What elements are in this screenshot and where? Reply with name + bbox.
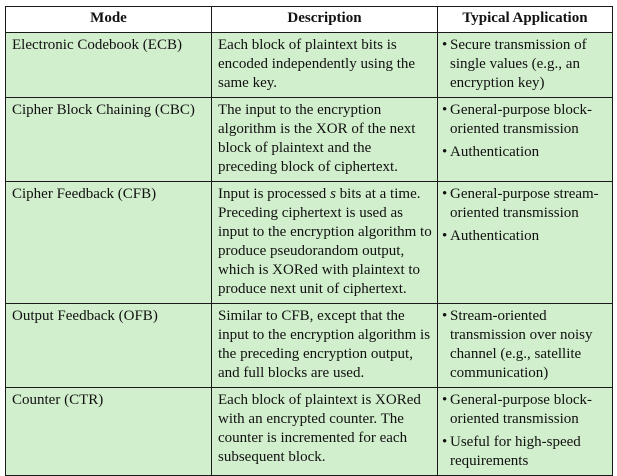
application-item: •Secure transmission of single values (e…: [442, 36, 609, 93]
mode-cell: Cipher Feedback (CFB): [5, 181, 212, 304]
application-text: Useful for high-speed requirements: [450, 434, 581, 469]
application-cell: •Secure transmission of single values (e…: [437, 32, 613, 98]
table-row-ofb: Output Feedback (OFB) Similar to CFB, ex…: [5, 303, 613, 388]
description-cell: The input to the encryption algorithm is…: [211, 97, 438, 182]
application-item: •General-purpose block-oriented transmis…: [442, 101, 609, 139]
block-cipher-modes-table: Mode Description Typical Application Ele…: [5, 6, 613, 476]
bullet-icon: •: [442, 102, 448, 118]
application-item: •Useful for high-speed requirements: [442, 433, 609, 471]
table-row-cbc: Cipher Block Chaining (CBC) The input to…: [5, 97, 613, 182]
application-cell: •General-purpose block-oriented transmis…: [437, 97, 613, 182]
mode-cell: Cipher Block Chaining (CBC): [5, 97, 212, 182]
description-cell: Similar to CFB, except that the input to…: [211, 303, 438, 388]
header-mode: Mode: [5, 6, 212, 33]
variable-s: s: [330, 186, 336, 202]
application-cell: •Stream-oriented transmission over noisy…: [437, 303, 613, 388]
application-text: General-purpose block-oriented transmiss…: [450, 102, 593, 137]
application-text: Secure transmission of single values (e.…: [450, 37, 587, 91]
bullet-icon: •: [442, 228, 448, 244]
table-header: Mode Description Typical Application: [5, 6, 613, 33]
application-item: •Authentication: [442, 143, 609, 162]
table-row-ctr: Counter (CTR) Each block of plaintext is…: [5, 387, 613, 476]
bullet-icon: •: [442, 434, 448, 450]
mode-cell: Output Feedback (OFB): [5, 303, 212, 388]
application-item: •Stream-oriented transmission over noisy…: [442, 307, 609, 383]
application-text: Authentication: [450, 144, 540, 160]
description-text: bits at a time. Preceding ciphertext is …: [218, 186, 432, 297]
table-row-ecb: Electronic Codebook (ECB) Each block of …: [5, 32, 613, 98]
application-text: Authentication: [450, 228, 540, 244]
table-row-cfb: Cipher Feedback (CFB) Input is processed…: [5, 181, 613, 304]
application-item: •General-purpose stream-oriented transmi…: [442, 185, 609, 223]
header-row: Mode Description Typical Application: [5, 6, 613, 33]
description-cell: Each block of plaintext bits is encoded …: [211, 32, 438, 98]
bullet-icon: •: [442, 308, 448, 324]
description-cell: Each block of plaintext is XORed with an…: [211, 387, 438, 476]
header-description: Description: [211, 6, 438, 33]
application-item: •Authentication: [442, 227, 609, 246]
bullet-icon: •: [442, 186, 448, 202]
application-text: Stream-oriented transmission over noisy …: [450, 308, 593, 381]
bullet-icon: •: [442, 392, 448, 408]
description-text: Input is processed: [218, 186, 331, 202]
mode-cell: Counter (CTR): [5, 387, 212, 476]
description-cell: Input is processed s bits at a time. Pre…: [211, 181, 438, 304]
bullet-icon: •: [442, 144, 448, 160]
application-item: •General-purpose block-oriented transmis…: [442, 391, 609, 429]
application-cell: •General-purpose block-oriented transmis…: [437, 387, 613, 476]
application-text: General-purpose block-oriented transmiss…: [450, 392, 593, 427]
application-text: General-purpose stream-oriented transmis…: [450, 186, 599, 221]
mode-cell: Electronic Codebook (ECB): [5, 32, 212, 98]
bullet-icon: •: [442, 37, 448, 53]
header-typical-application: Typical Application: [437, 6, 613, 33]
table-body: Electronic Codebook (ECB) Each block of …: [5, 32, 613, 476]
application-cell: •General-purpose stream-oriented transmi…: [437, 181, 613, 304]
